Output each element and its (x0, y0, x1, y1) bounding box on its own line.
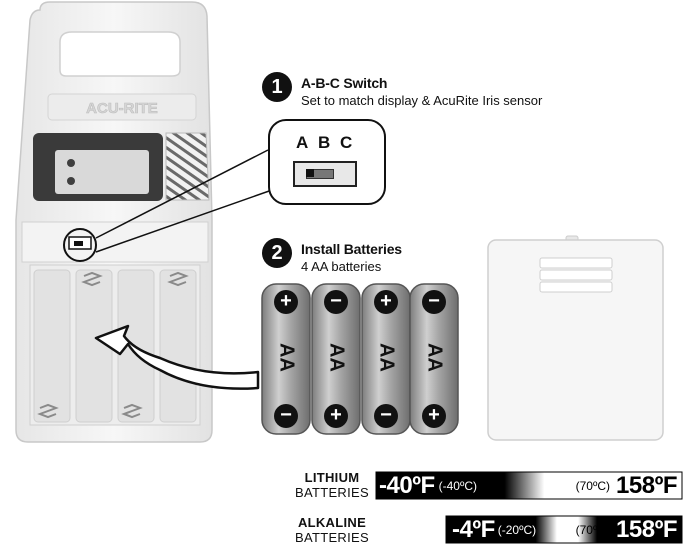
battery-4 (409, 283, 459, 435)
step-2-marker: 2 (262, 238, 292, 268)
lithium-label-line2: BATTERIES (295, 485, 369, 500)
lithium-range-bar: -40ºF (-40ºC) (70ºC) 158ºF (376, 472, 682, 499)
plus-icon: + (274, 290, 298, 314)
alkaline-label-line1: ALKALINE (297, 515, 367, 530)
battery-group (261, 283, 459, 435)
battery-2 (311, 283, 361, 435)
minus-icon: − (274, 404, 298, 428)
battery-1-label: AA (275, 343, 298, 372)
step-2-subtitle: 4 AA batteries (301, 259, 382, 274)
step-1-title: A-B-C Switch (301, 75, 388, 91)
minus-icon: − (374, 404, 398, 428)
alkaline-low-c: (-20ºC) (497, 522, 537, 537)
alkaline-label: ALKALINE BATTERIES (290, 515, 374, 545)
lithium-low-c: (-40ºC) (438, 478, 478, 493)
alkaline-high-c: (70ºC) (575, 522, 611, 537)
switch-letter-b: B (318, 133, 331, 152)
alkaline-range-bar: -4ºF (-20ºC) (70ºC) 158ºF (446, 516, 682, 543)
abc-switch-knob[interactable] (306, 169, 314, 177)
plus-icon: + (374, 290, 398, 314)
lithium-label-line1: LITHIUM (304, 470, 360, 485)
battery-1-labels: + AA − (262, 284, 310, 434)
brand-logo: ACU-RITE (86, 100, 158, 117)
lithium-high-c: (70ºC) (575, 478, 611, 493)
minus-icon: − (422, 290, 446, 314)
alkaline-high-f: 158ºF (616, 515, 677, 543)
lithium-label: LITHIUM BATTERIES (290, 470, 374, 500)
curved-arrow-icon (94, 324, 260, 390)
battery-4-label: AA (423, 343, 446, 372)
abc-switch-callout: A B C (268, 119, 386, 205)
lithium-high-f: 158ºF (616, 471, 677, 499)
battery-4-labels: − AA + (410, 284, 458, 434)
battery-3-label: AA (375, 343, 398, 372)
battery-2-labels: − AA + (312, 284, 360, 434)
battery-cover (487, 235, 664, 441)
alkaline-low-f: -4ºF (452, 515, 495, 543)
alkaline-label-line2: BATTERIES (295, 530, 369, 545)
abc-switch[interactable] (293, 161, 357, 187)
minus-icon: − (324, 290, 348, 314)
switch-letter-a: A (296, 133, 309, 152)
battery-2-label: AA (325, 343, 348, 372)
step-2-title: Install Batteries (301, 241, 402, 257)
battery-3-labels: + AA − (362, 284, 410, 434)
plus-icon: + (422, 404, 446, 428)
lithium-low-f: -40ºF (379, 471, 435, 499)
step-1-subtitle: Set to match display & AcuRite Iris sens… (301, 93, 543, 108)
battery-1 (261, 283, 311, 435)
step-1-marker: 1 (262, 72, 292, 102)
plus-icon: + (324, 404, 348, 428)
switch-letter-c: C (340, 133, 353, 152)
